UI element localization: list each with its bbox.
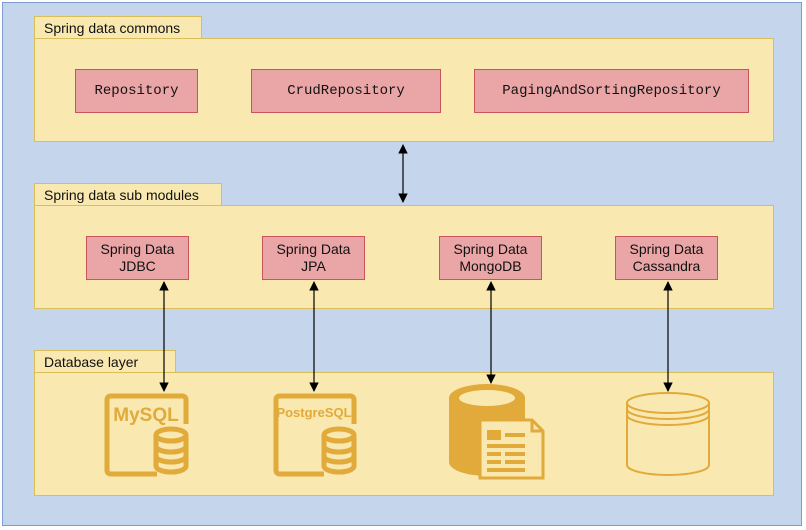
spring-data-cassandra-box: Spring Data Cassandra <box>615 236 718 280</box>
submodules-tab-label: Spring data sub modules <box>34 183 222 206</box>
postgresql-database-icon: PostgreSQL <box>273 393 357 477</box>
mysql-label: MySQL <box>113 405 179 426</box>
mysql-database-icon: MySQL <box>104 393 189 477</box>
spring-data-jpa-box: Spring Data JPA <box>262 236 365 280</box>
paging-and-sorting-repository-box: PagingAndSortingRepository <box>474 69 749 113</box>
spring-data-jdbc-box: Spring Data JDBC <box>86 236 189 280</box>
mongodb-document-database-icon <box>449 384 545 480</box>
cassandra-database-icon <box>626 392 710 476</box>
crud-repository-box: CrudRepository <box>251 69 441 113</box>
repository-box: Repository <box>75 69 198 113</box>
spring-data-mongodb-box: Spring Data MongoDB <box>439 236 542 280</box>
document-icon <box>478 418 545 480</box>
postgresql-label: PostgreSQL <box>276 405 351 420</box>
database-tab-label: Database layer <box>34 350 176 373</box>
commons-tab-label: Spring data commons <box>34 16 202 39</box>
